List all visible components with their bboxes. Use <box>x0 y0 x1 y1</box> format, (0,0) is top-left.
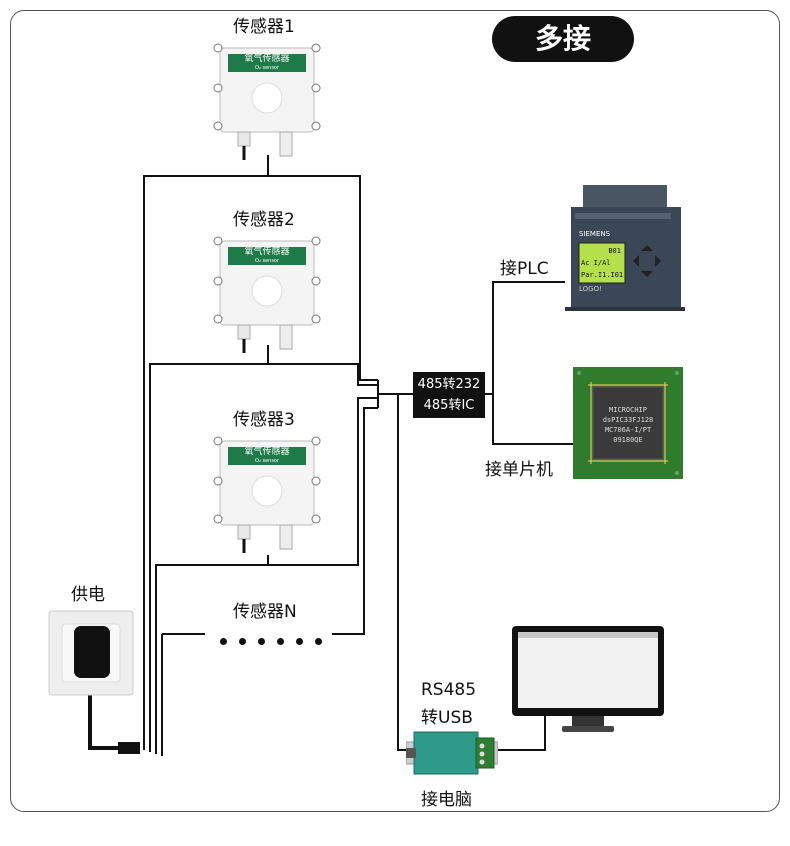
sensor2-device-sub: O₂ sensor <box>254 258 280 264</box>
pc-monitor-icon <box>512 624 664 742</box>
sensor2-device: 氧气传感器 O₂ sensor <box>212 233 322 353</box>
plc-screen: B01 Ac I/Al Par.I1.I01 <box>581 245 623 281</box>
usb-label-line1: RS485 <box>421 680 477 700</box>
power-label: 供电 <box>71 585 105 605</box>
mcu-chip-line2: MC706A-I/PT <box>604 426 652 434</box>
mcu-chip-line1: dsPIC33FJ128 <box>602 416 654 424</box>
sensor1-device: 氧气传感器 O₂ sensor <box>212 40 322 160</box>
sensorN-label: 传感器N <box>233 602 297 622</box>
pc-label: 接电脑 <box>421 790 472 810</box>
converter-line1: 485转232 <box>417 377 481 392</box>
sensor3-device-sub: O₂ sensor <box>254 458 280 464</box>
sensor3-device-name: 氧气传感器 <box>244 447 290 457</box>
sensor2-device-name: 氧气传感器 <box>244 247 290 257</box>
plc-screen-line2: Ac I/Al <box>581 259 611 267</box>
converter-line2: 485转IC <box>423 398 475 413</box>
mcu-label: 接单片机 <box>485 460 553 480</box>
mcu-chip-line3: 09180QE <box>613 436 643 444</box>
sensor3-label: 传感器3 <box>233 410 295 430</box>
mcu-chip-brand: MICROCHIP <box>609 406 647 414</box>
mcu-chip-text: MICROCHIP dsPIC33FJ128 MC706A-I/PT 09180… <box>593 405 663 445</box>
usb-label-line2: 转USB <box>421 708 473 728</box>
power-outlet-icon <box>48 610 134 696</box>
plc-device: SIEMENS B01 Ac I/Al Par.I1.I01 LOGO! <box>565 185 685 311</box>
usb-converter-device <box>405 728 499 778</box>
plc-label: 接PLC <box>500 259 549 279</box>
plc-model: LOGO! <box>579 285 602 293</box>
rs485-converter-box: 485转232 485转IC <box>413 372 485 418</box>
more-sensors-dots <box>220 630 334 649</box>
plc-screen-line3: Par.I1.I01 <box>581 271 624 279</box>
diagram-frame <box>10 10 780 812</box>
plc-screen-line1: B01 <box>608 247 621 255</box>
sensor1-device-name: 氧气传感器 <box>244 54 290 64</box>
sensor2-label: 传感器2 <box>233 210 295 230</box>
title-badge: 多接 <box>492 16 634 62</box>
sensor1-device-sub: O₂ sensor <box>254 65 280 71</box>
power-plug <box>118 742 140 754</box>
plc-brand: SIEMENS <box>579 230 611 238</box>
mcu-board: MICROCHIP dsPIC33FJ128 MC706A-I/PT 09180… <box>573 367 683 479</box>
sensor1-label: 传感器1 <box>233 17 295 37</box>
sensor3-device: 氧气传感器 O₂ sensor <box>212 433 322 553</box>
